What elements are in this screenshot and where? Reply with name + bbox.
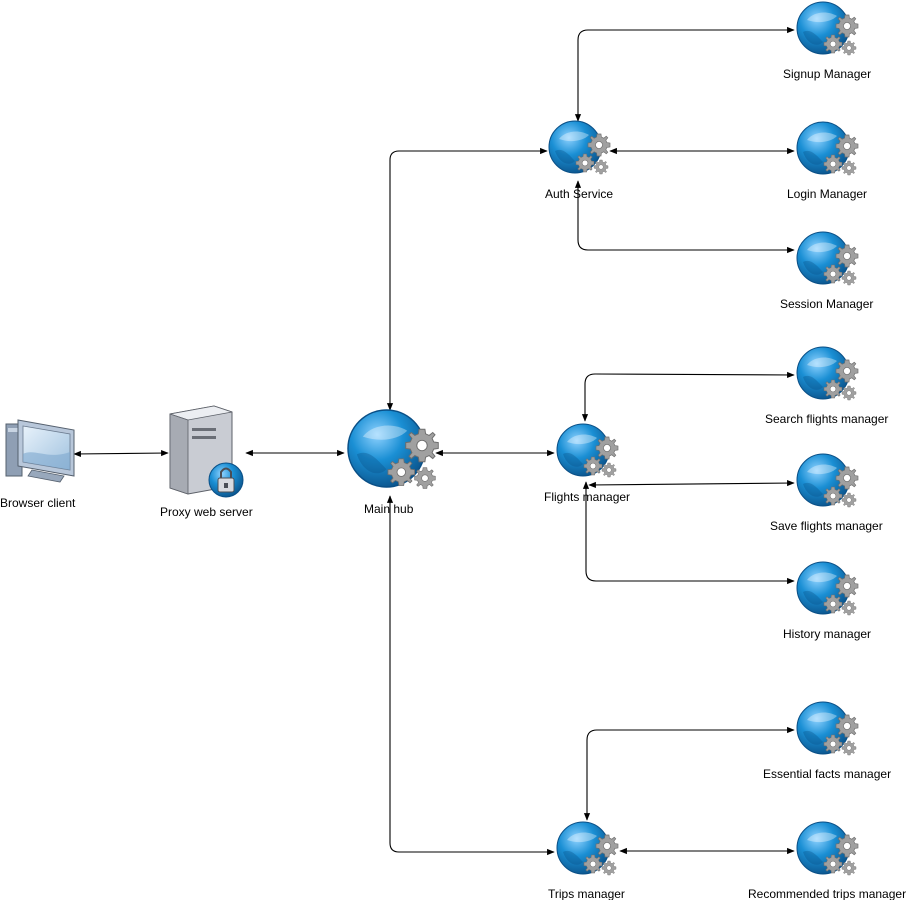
edge-auth-signup (574, 26, 795, 122)
edge-trips-essential (583, 726, 795, 821)
edge-flights-history (582, 481, 795, 585)
node-auth (549, 121, 610, 174)
globe-gears-icon (797, 822, 858, 875)
node-label-recommended: Recommended trips manager (748, 887, 906, 900)
edge-flights-search (581, 371, 795, 422)
globe-gears-icon (797, 454, 858, 507)
node-recommended (797, 822, 858, 875)
secure-server-icon (169, 405, 244, 498)
node-label: Browser client (0, 496, 76, 510)
node-label-search: Search flights manager (765, 412, 888, 426)
node-essential (797, 702, 858, 755)
node-flights (557, 424, 618, 477)
node-label-history: History manager (783, 627, 871, 641)
node-label-login: Login Manager (787, 187, 867, 201)
globe-gears-icon (797, 347, 858, 400)
node-label-signup: Signup Manager (783, 67, 871, 81)
edge-mainhub-auth (386, 147, 548, 411)
node-mainhub (348, 410, 438, 488)
node-login (797, 122, 858, 175)
globe-gears-icon (797, 122, 858, 175)
edge-auth-session (574, 180, 795, 254)
node-label-essential: Essential facts manager (763, 767, 891, 781)
node-save (797, 454, 858, 507)
globe-gears-icon (557, 822, 618, 875)
globe-gears-icon (797, 562, 858, 615)
node-signup (797, 2, 858, 55)
node-label-flights: Flights manager (544, 490, 630, 504)
node-label-mainhub: Main hub (364, 502, 414, 516)
edge-browser-proxy (73, 449, 169, 458)
globe-gears-icon (797, 232, 858, 285)
globe-gears-icon (797, 2, 858, 55)
node-trips (557, 822, 618, 875)
node-label-session: Session Manager (780, 297, 873, 311)
node-label-auth: Auth Service (545, 187, 613, 201)
node-search (797, 347, 858, 400)
edges (73, 26, 795, 856)
globe-gears-icon (797, 702, 858, 755)
node-label-save: Save flights manager (770, 519, 883, 533)
edge-mainhub-trips (386, 495, 555, 856)
node-browser: Browser client (0, 419, 76, 510)
globe-gears-icon (557, 424, 618, 477)
node-proxy: Proxy web server (160, 405, 253, 519)
globe-gears-icon (348, 410, 438, 488)
globe-gears-icon (549, 121, 610, 174)
node-label: Proxy web server (160, 505, 253, 519)
edge-flights-save (588, 479, 795, 489)
node-history (797, 562, 858, 615)
node-label-trips: Trips manager (548, 887, 625, 900)
monitor-icon (5, 419, 75, 483)
node-session (797, 232, 858, 285)
